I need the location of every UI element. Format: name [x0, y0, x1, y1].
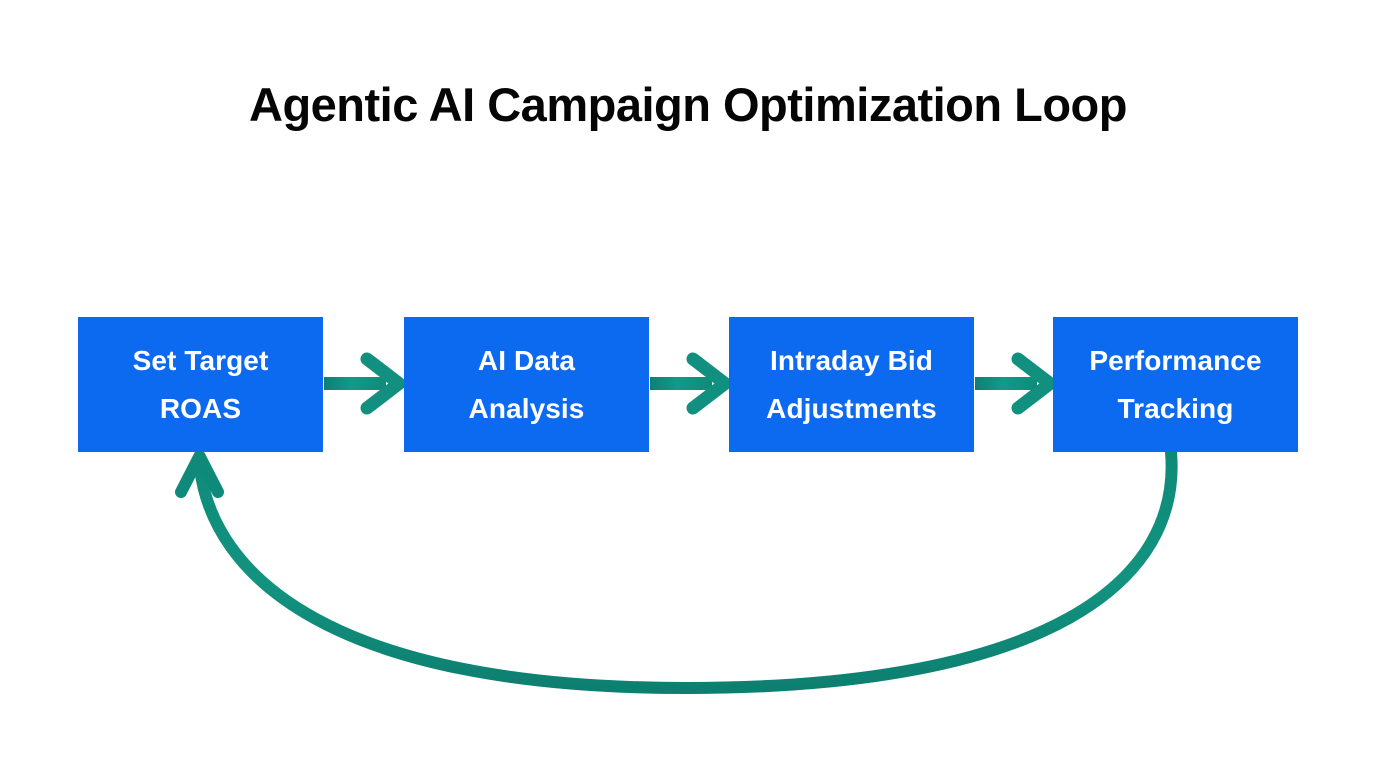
arrow-icon-intraday-bid-adjustments-to-performance-tracking	[975, 352, 1057, 415]
flow-node-set-target-roas[interactable]: Set Target ROAS	[78, 317, 323, 452]
arrow-icon-ai-data-analysis-to-intraday-bid-adjustments	[650, 352, 732, 415]
arrow-icon-set-target-roas-to-ai-data-analysis	[324, 352, 406, 415]
page-title: Agentic AI Campaign Optimization Loop	[249, 78, 1127, 131]
flow-node-label: AI Data Analysis	[468, 345, 585, 424]
flow-node-label: Set Target ROAS	[132, 345, 269, 424]
flow-node-label: Performance Tracking	[1089, 345, 1262, 424]
arrow-icon-feedback-loop	[175, 446, 1178, 695]
flow-node-performance-tracking[interactable]: Performance Tracking	[1053, 317, 1298, 452]
flow-node-intraday-bid-adjustments[interactable]: Intraday Bid Adjustments	[729, 317, 974, 452]
flow-node-ai-data-analysis[interactable]: AI Data Analysis	[404, 317, 649, 452]
flow-node-label: Intraday Bid Adjustments	[766, 345, 937, 424]
